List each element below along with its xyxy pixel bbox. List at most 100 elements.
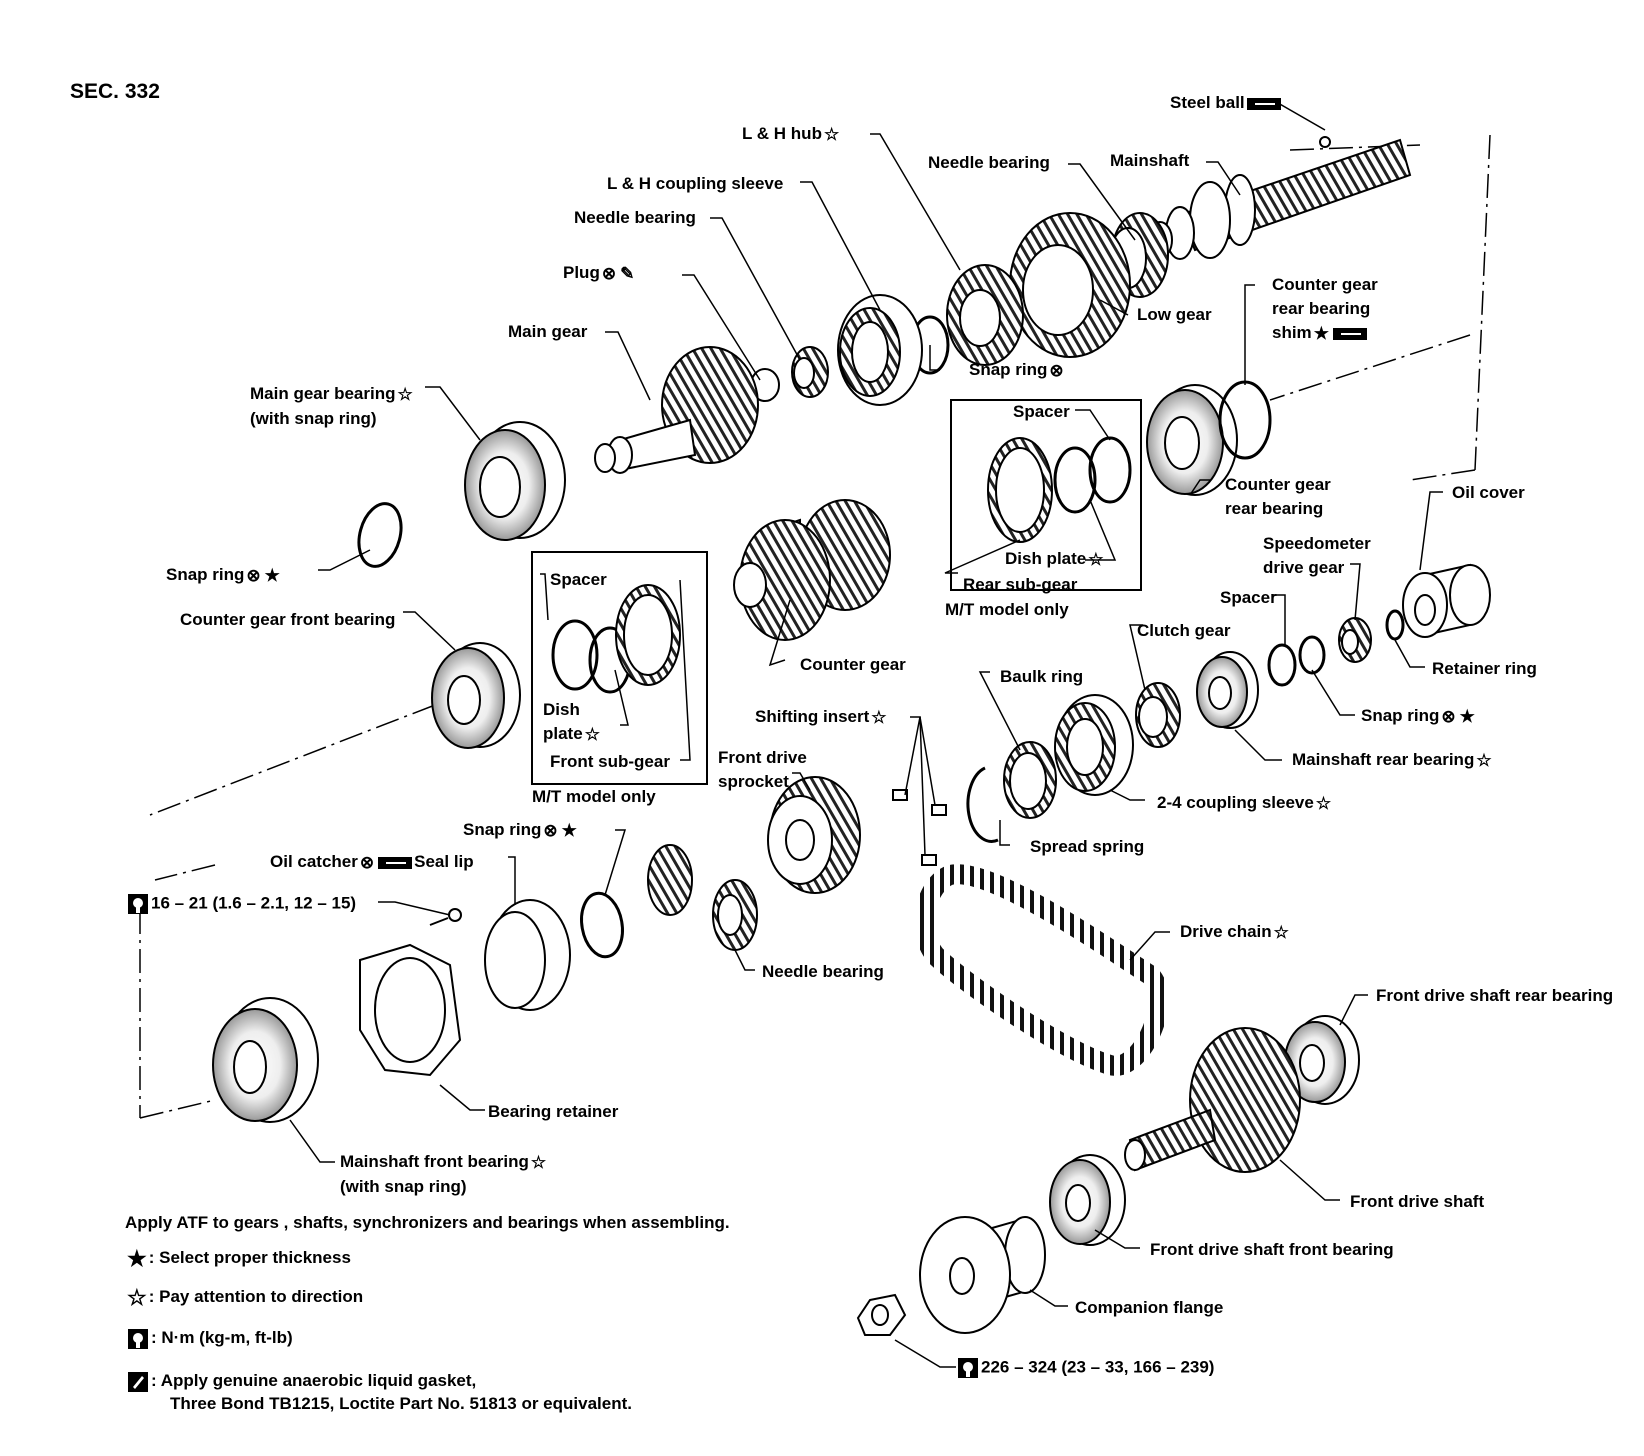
leader-lines bbox=[289, 102, 1443, 1368]
mt-rear-box bbox=[950, 399, 1142, 591]
lh-coupling-sleeve-part bbox=[837, 294, 923, 406]
shifting-insert-part bbox=[892, 789, 947, 866]
direction-star-icon: ☆ bbox=[1273, 922, 1289, 942]
front-drive-shaft-front-bearing-part bbox=[1049, 1154, 1126, 1246]
direction-star-icon: ☆ bbox=[584, 724, 600, 744]
label-dish-plate-rear: Dish plate☆ bbox=[1005, 549, 1104, 569]
torque-wrench-icon bbox=[128, 894, 148, 914]
label-baulk-ring: Baulk ring bbox=[1000, 667, 1084, 686]
label-shifting-insert: Shifting insert☆ bbox=[755, 707, 887, 727]
label-speedometer-drive-gear: Speedometer drive gear bbox=[1263, 534, 1371, 577]
replace-part-icon: ⊗ bbox=[543, 820, 558, 840]
grease-icon bbox=[1332, 327, 1367, 340]
legend-torque-units: : N·m (kg-m, ft-lb) bbox=[125, 1327, 293, 1350]
grease-icon bbox=[1246, 97, 1281, 110]
spacer-right-part bbox=[1267, 643, 1297, 687]
direction-star-icon: ☆ bbox=[530, 1152, 547, 1172]
front-subgear-parts bbox=[551, 584, 681, 694]
label-2-4-coupling-sleeve: 2-4 coupling sleeve☆ bbox=[1157, 793, 1332, 813]
legend-select-thickness: ★: Select proper thickness bbox=[127, 1245, 351, 1271]
label-oil-catcher: Oil catcher⊗Seal lip bbox=[270, 852, 474, 872]
legend-direction: ☆: Pay attention to direction bbox=[127, 1284, 364, 1310]
bearing-retainer-part bbox=[359, 908, 462, 1077]
replace-part-icon: ⊗ bbox=[1441, 706, 1456, 726]
label-steel-ball: Steel ball bbox=[1170, 93, 1283, 113]
low-gear-part bbox=[1009, 212, 1131, 358]
assembly-note: Apply ATF to gears , shafts, synchronize… bbox=[125, 1213, 730, 1232]
label-counter-gear-rear-bearing-shim: Counter gear rear bearing shim★ bbox=[1272, 273, 1378, 346]
label-retainer-ring: Retainer ring bbox=[1432, 659, 1537, 678]
label-counter-gear-front-bearing: Counter gear front bearing bbox=[180, 610, 396, 629]
replace-part-icon: ⊗ bbox=[1049, 360, 1064, 380]
torque-wrench-icon bbox=[958, 1358, 978, 1378]
select-thickness-star-icon: ★ bbox=[561, 820, 577, 840]
select-thickness-star-icon: ★ bbox=[264, 565, 280, 585]
label-mainshaft-front-bearing: Mainshaft front bearing☆ (with snap ring… bbox=[340, 1152, 547, 1196]
oil-catcher-part bbox=[484, 899, 571, 1011]
direction-star-icon: ☆ bbox=[1476, 750, 1492, 770]
select-thickness-star-icon: ★ bbox=[1313, 323, 1329, 343]
needle-bearing-mid-part bbox=[791, 346, 829, 398]
label-low-gear: Low gear bbox=[1137, 305, 1212, 324]
gasket-icon bbox=[128, 1371, 148, 1392]
needle-bearing-low-part bbox=[647, 844, 758, 951]
label-front-sub-gear: Front sub-gear bbox=[550, 752, 670, 771]
mt-front-box bbox=[531, 551, 708, 785]
replace-part-icon: ⊗ bbox=[359, 852, 375, 872]
lh-hub-part bbox=[946, 264, 1024, 366]
label-snap-ring-right: Snap ring⊗★ bbox=[1361, 706, 1475, 726]
direction-star-icon: ☆ bbox=[871, 707, 887, 727]
label-front-drive-shaft-rear-bearing: Front drive shaft rear bearing bbox=[1376, 986, 1614, 1005]
label-mainshaft-rear-bearing: Mainshaft rear bearing☆ bbox=[1292, 750, 1492, 770]
label-counter-gear-rear-bearing: Counter gear rear bearing bbox=[1225, 475, 1331, 518]
label-dish-plate-front: Dish plate☆ bbox=[543, 698, 602, 747]
direction-star-icon: ☆ bbox=[397, 384, 413, 404]
snap-ring-mid-part bbox=[580, 891, 624, 959]
snap-ring-right-part bbox=[1298, 635, 1326, 675]
flange-nut-part bbox=[856, 1293, 907, 1336]
label-front-drive-sprocket: Front drive sprocket bbox=[718, 748, 807, 791]
replace-part-icon: ⊗ bbox=[246, 565, 261, 585]
legend-gasket: : Apply genuine anaerobic liquid gasket,… bbox=[125, 1370, 632, 1415]
front-drive-sprocket-part bbox=[767, 776, 861, 894]
retainer-ring-part bbox=[1385, 609, 1405, 641]
label-snap-ring-left: Snap ring⊗★ bbox=[166, 565, 280, 585]
label-needle-bearing-mid: Needle bearing bbox=[574, 208, 696, 227]
label-main-gear: Main gear bbox=[508, 322, 588, 341]
label-bearing-retainer: Bearing retainer bbox=[488, 1102, 619, 1121]
label-needle-bearing-low: Needle bearing bbox=[762, 962, 884, 981]
drive-chain-part bbox=[914, 864, 1169, 1076]
label-spacer-rear: Spacer bbox=[1013, 402, 1070, 421]
direction-star-icon: ☆ bbox=[823, 124, 840, 144]
mainshaft-rear-bearing-part bbox=[1196, 651, 1259, 729]
front-drive-shaft-part bbox=[1124, 1027, 1301, 1173]
coupling-sleeve-2-4-part bbox=[1054, 694, 1134, 796]
label-drive-chain: Drive chain☆ bbox=[1180, 922, 1289, 942]
counter-gear-part bbox=[733, 499, 891, 641]
counter-gear-rear-bearing-part bbox=[1146, 380, 1272, 496]
counter-gear-front-bearing-part bbox=[431, 642, 521, 749]
label-mt-model-only-front: M/T model only bbox=[532, 787, 656, 806]
label-plug: Plug⊗✎ bbox=[563, 263, 635, 283]
label-spread-spring: Spread spring bbox=[1030, 837, 1145, 856]
label-torque-1: 16 – 21 (1.6 – 2.1, 12 – 15) bbox=[125, 893, 356, 915]
label-front-drive-shaft: Front drive shaft bbox=[1350, 1192, 1485, 1211]
label-mainshaft: Mainshaft bbox=[1110, 151, 1190, 170]
label-oil-cover: Oil cover bbox=[1452, 483, 1525, 502]
direction-star-icon: ☆ bbox=[127, 1284, 147, 1310]
section-number: SEC. 332 bbox=[70, 80, 160, 103]
oil-cover-part bbox=[1402, 563, 1491, 638]
label-front-drive-shaft-front-bearing: Front drive shaft front bearing bbox=[1150, 1240, 1394, 1259]
direction-star-icon: ☆ bbox=[1088, 549, 1104, 569]
companion-flange-part bbox=[919, 1216, 1046, 1334]
label-counter-gear: Counter gear bbox=[800, 655, 906, 674]
label-spacer-right: Spacer bbox=[1220, 588, 1277, 607]
label-snap-ring-mid: Snap ring⊗★ bbox=[463, 820, 577, 840]
clutch-gear-part bbox=[1135, 682, 1181, 748]
label-rear-sub-gear: Rear sub-gear bbox=[963, 575, 1078, 594]
label-main-gear-bearing: Main gear bearing☆ (with snap ring) bbox=[250, 384, 413, 428]
label-torque-2: 226 – 324 (23 – 33, 166 – 239) bbox=[955, 1357, 1214, 1379]
replace-part-icon: ⊗ bbox=[601, 263, 617, 283]
direction-star-icon: ☆ bbox=[1315, 793, 1332, 813]
